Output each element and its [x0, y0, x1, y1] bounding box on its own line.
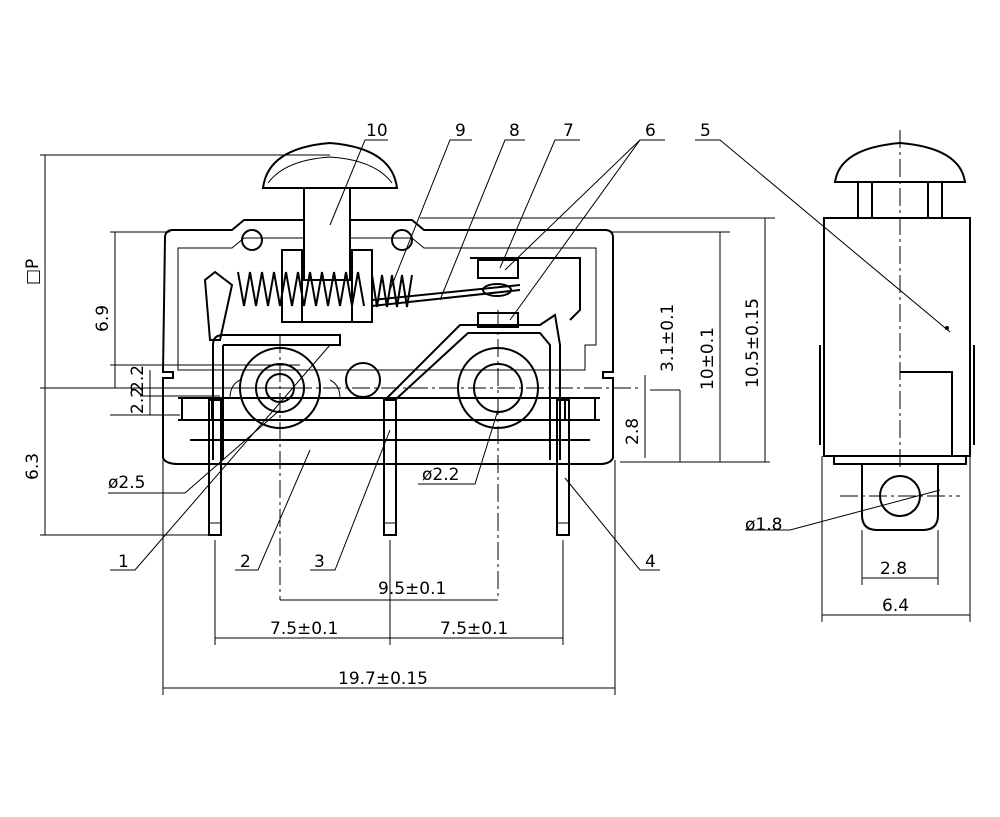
callout-2: 2 — [240, 552, 251, 572]
dim-2-8-side: 2.8 — [880, 559, 907, 579]
callout-labels: 1 2 3 4 5 6 7 8 9 10 — [118, 121, 711, 572]
callout-8: 8 — [509, 121, 520, 141]
housing-outline — [161, 219, 614, 465]
callout-10: 10 — [366, 121, 388, 141]
internal-frame — [212, 257, 581, 460]
dim-hole-2-5: ø2.5 — [108, 473, 145, 493]
callout-1: 1 — [118, 552, 129, 572]
dimension-labels: □P 6.9 2.2 2.2 6.3 ø2.5 ø2.2 3.1±0.1 10±… — [23, 259, 909, 689]
callout-4: 4 — [645, 552, 656, 572]
dim-2-2-upper: 2.2 — [128, 365, 148, 392]
callout-9: 9 — [455, 121, 466, 141]
dim-19-7: 19.7±0.15 — [338, 669, 428, 689]
dim-9-5: 9.5±0.1 — [378, 579, 446, 599]
dim-6-9: 6.9 — [93, 305, 113, 332]
dim-hole-1-8: ø1.8 — [745, 515, 782, 535]
dimension-lines — [40, 154, 971, 695]
callout-5: 5 — [700, 121, 711, 141]
callout-3: 3 — [314, 552, 325, 572]
dim-6-3: 6.3 — [23, 453, 43, 480]
dim-hole-2-2: ø2.2 — [422, 465, 459, 485]
dim-2-2-lower: 2.2 — [128, 387, 148, 414]
center-lines — [120, 130, 960, 600]
dim-3-1: 3.1±0.1 — [658, 304, 678, 372]
dim-10: 10±0.1 — [698, 327, 718, 390]
callout-leaders — [108, 139, 951, 571]
callout-7: 7 — [563, 121, 574, 141]
side-view — [819, 141, 975, 531]
dim-6-4: 6.4 — [882, 596, 909, 616]
dim-7-5-left: 7.5±0.1 — [270, 619, 338, 639]
actuator-plunger — [261, 141, 399, 323]
dim-10-5: 10.5±0.15 — [743, 298, 763, 388]
dim-7-5-right: 7.5±0.1 — [440, 619, 508, 639]
contact-lever — [203, 259, 521, 341]
dim-2-8: 2.8 — [623, 418, 643, 445]
dim-p: □P — [23, 259, 43, 285]
callout-6: 6 — [645, 121, 656, 141]
